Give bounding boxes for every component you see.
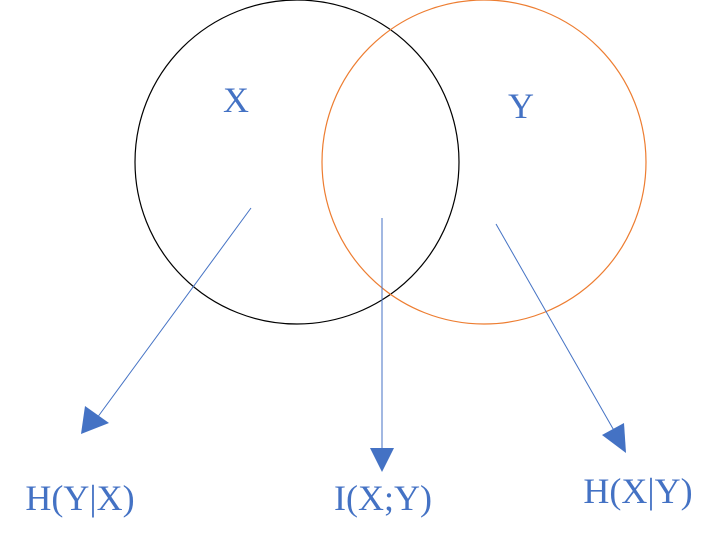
- set-y-label: Y: [508, 86, 534, 126]
- arrow-h-x-given-y: [495, 223, 626, 453]
- arrow-h-y-given-x: [81, 207, 252, 434]
- set-x-label: X: [223, 80, 249, 120]
- label-h-y-given-x: H(Y|X): [25, 478, 134, 518]
- set-x-circle: [134, 0, 460, 325]
- label-mutual-information: I(X;Y): [334, 478, 432, 518]
- label-h-x-given-y: H(X|Y): [583, 471, 692, 511]
- set-y-circle: [321, 0, 647, 325]
- arrow-mutual-information: [370, 218, 394, 472]
